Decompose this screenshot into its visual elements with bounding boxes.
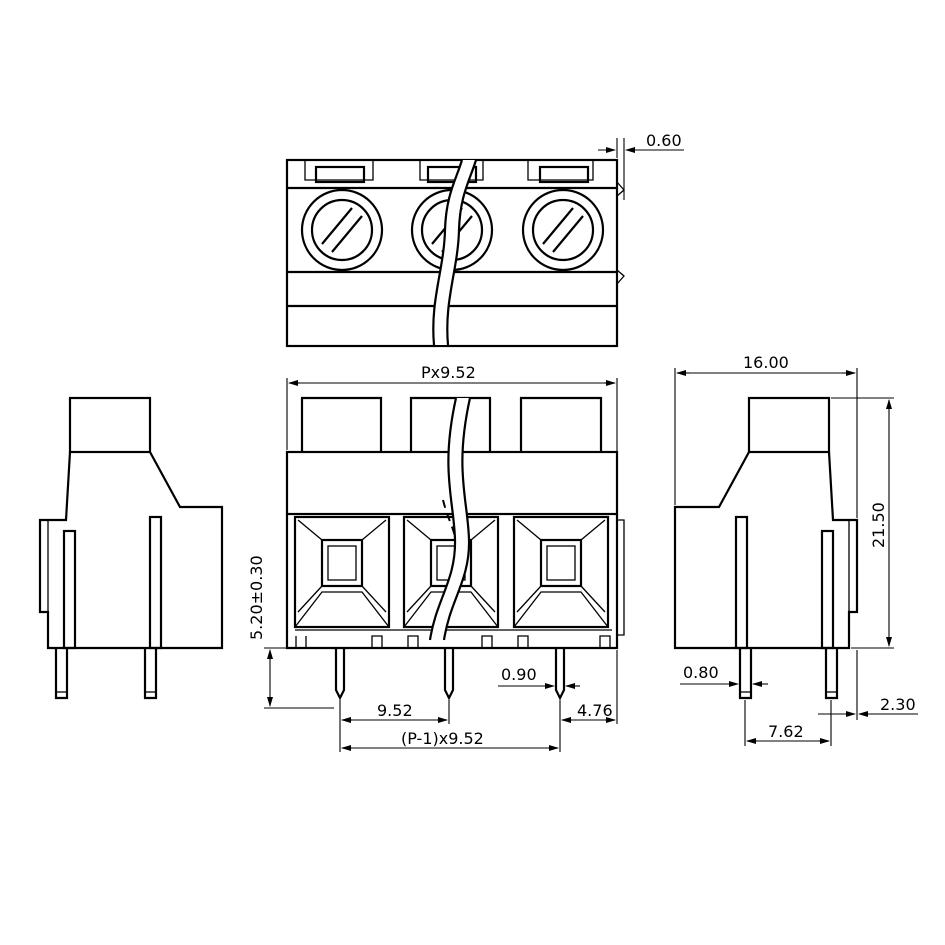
front-view: Px9.52 5.20±0.30 9.52 (P-1)x9.52 0.90 4.… bbox=[247, 363, 625, 752]
dim-row-offset: 2.30 bbox=[880, 695, 916, 714]
pin bbox=[443, 648, 455, 701]
top-slot bbox=[426, 165, 478, 184]
dim-length-total: Px9.52 bbox=[421, 363, 476, 382]
dim-pitch: 9.52 bbox=[377, 701, 413, 720]
top-view-outline bbox=[285, 158, 619, 348]
dim-row-pitch: 7.62 bbox=[768, 722, 804, 741]
pin bbox=[738, 648, 753, 700]
screw bbox=[521, 188, 605, 272]
wire-entry bbox=[293, 515, 391, 629]
wire-entry bbox=[512, 515, 610, 629]
top-slot bbox=[314, 165, 366, 184]
pin bbox=[143, 648, 158, 700]
dim-thickness-top: 0.60 bbox=[646, 131, 682, 150]
top-view: 0.60 bbox=[285, 131, 684, 348]
left-side-view bbox=[38, 396, 224, 700]
right-side-view: 16.00 21.50 0.80 2.30 7.62 bbox=[673, 353, 918, 746]
top-slot bbox=[538, 165, 590, 184]
dim-pin-length: 5.20±0.30 bbox=[247, 555, 266, 640]
screw bbox=[300, 188, 384, 272]
dim-pin-span: (P-1)x9.52 bbox=[401, 729, 484, 748]
pin bbox=[554, 648, 566, 701]
dim-pin-width-side: 0.80 bbox=[683, 663, 719, 682]
pin bbox=[824, 648, 839, 700]
pin bbox=[334, 648, 346, 701]
dim-pin-width-front: 0.90 bbox=[501, 665, 537, 684]
pin bbox=[54, 648, 69, 700]
dim-height: 21.50 bbox=[869, 502, 888, 548]
dim-half-pitch: 4.76 bbox=[577, 701, 613, 720]
dim-depth: 16.00 bbox=[743, 353, 789, 372]
